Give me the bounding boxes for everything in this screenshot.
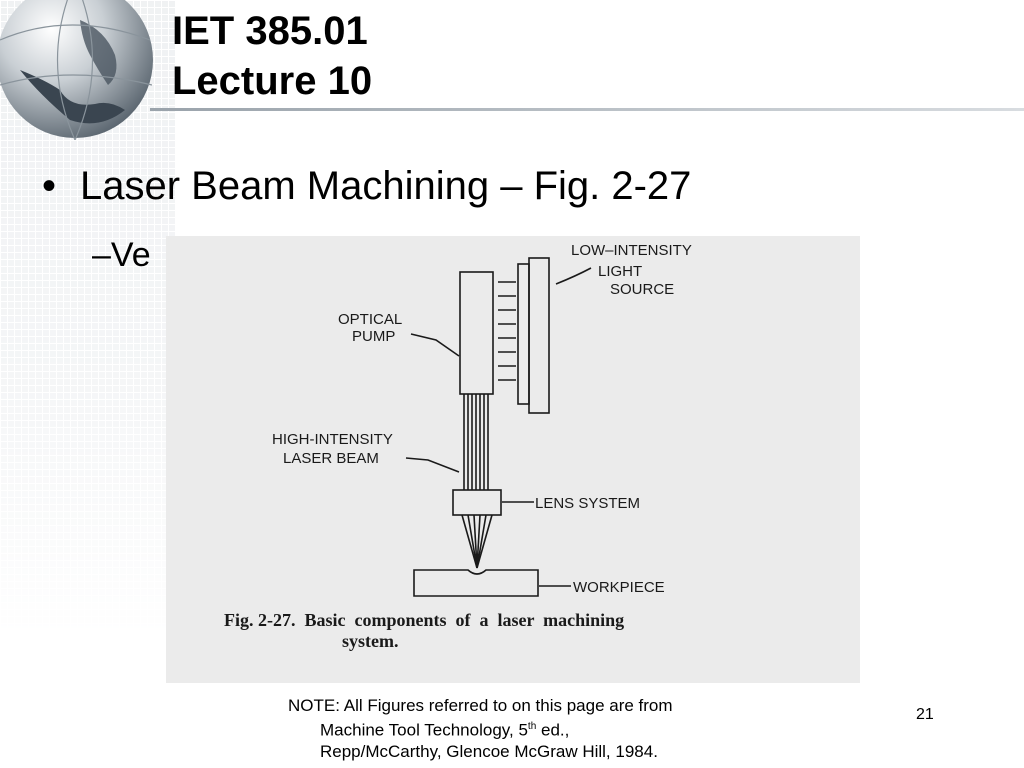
note-line-3: Repp/McCarthy, Glencoe McGraw Hill, 1984… [320,741,658,761]
label-lens-system: LENS SYSTEM [535,495,640,512]
sub-bullet-dash: – [92,236,111,274]
leader-light-source [555,267,592,285]
light-arrows [498,281,516,381]
figure-laser-machining: LOW–INTENSITY LIGHT SOURCE OPTICAL PUMP … [166,236,860,683]
figure-diagram: LOW–INTENSITY LIGHT SOURCE OPTICAL PUMP … [224,242,692,651]
figure-caption-line-2: system. [342,631,399,651]
title-line-2: Lecture 10 [172,59,373,103]
optical-pump-rod [459,271,494,395]
note-line-2-sup: th [527,721,537,732]
label-laser-beam: LASER BEAM [283,450,379,467]
laser-beam-lines [463,394,489,490]
page-number: 21 [916,706,934,723]
label-light: LIGHT [598,263,642,280]
leader-laser-beam [405,457,460,473]
note-line-2: Machine Tool Technology, 5th ed., [288,716,673,741]
note-line-1: NOTE: All Figures referred to on this pa… [288,696,673,715]
bullet-text: Laser Beam Machining – Fig. 2-27 [80,164,692,208]
note-line-2-end: ed., [536,720,570,740]
label-high-intensity: HIGH-INTENSITY [272,431,393,448]
leader-optical-pump [410,333,460,357]
label-low-intensity: LOW–INTENSITY [571,242,692,259]
source-note: NOTE: All Figures referred to on this pa… [288,695,673,762]
label-workpiece: WORKPIECE [573,579,665,596]
title-underline [150,108,1024,111]
focused-beam [461,514,493,569]
note-line-2-text: Machine Tool Technology, 5 [320,720,528,740]
label-optical: OPTICAL [338,311,402,328]
light-source-plate [517,263,530,405]
sub-bullet-item: –Ve [92,236,151,275]
figure-caption-line-1: Fig. 2-27. Basic components of a laser m… [224,610,624,630]
slide-title: IET 385.01 Lecture 10 [172,6,372,106]
sub-bullet-text: Ve [110,236,151,274]
bullet-dot-icon: • [42,164,57,208]
workpiece-block [413,569,539,597]
bullet-item: • Laser Beam Machining – Fig. 2-27 [42,164,691,209]
label-pump: PUMP [352,328,395,345]
lens-system [452,489,502,516]
label-source: SOURCE [610,281,674,298]
light-source-body [528,257,550,414]
globe-logo [0,0,153,140]
title-line-1: IET 385.01 [172,9,368,53]
